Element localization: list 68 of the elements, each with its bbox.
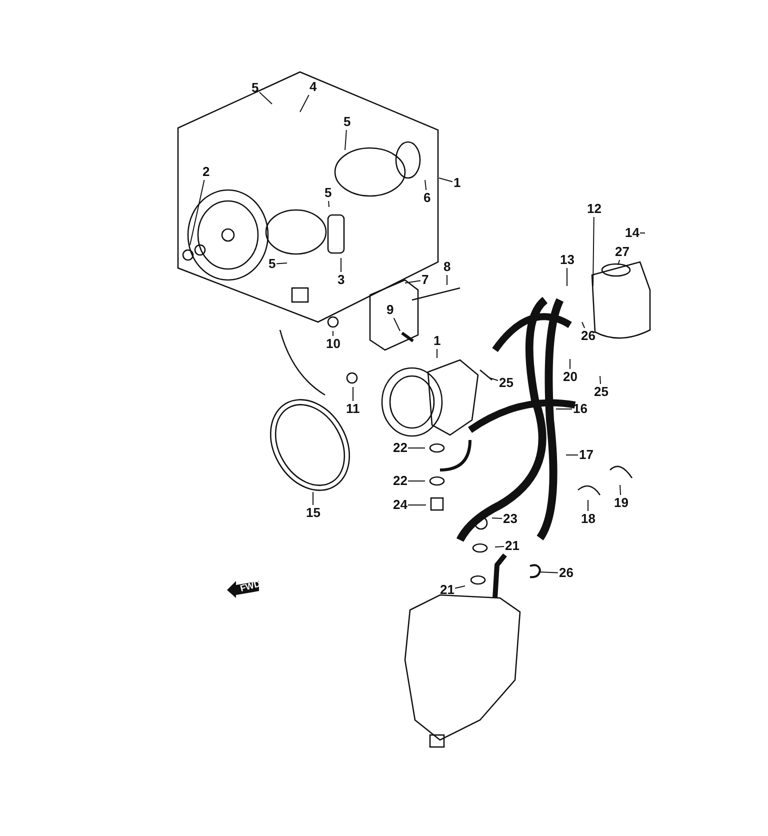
leader-line bbox=[424, 180, 427, 190]
callout-number: 22 bbox=[393, 441, 408, 455]
callout-number: 26 bbox=[559, 566, 574, 580]
callout-number: 20 bbox=[563, 370, 578, 384]
callout-number: 21 bbox=[440, 583, 454, 597]
callout-number: 24 bbox=[393, 498, 408, 512]
callout-number: 22 bbox=[393, 474, 408, 488]
callout-number: 2 bbox=[202, 165, 210, 179]
leader-line bbox=[618, 260, 620, 266]
leader-line bbox=[454, 586, 466, 589]
callout-number: 18 bbox=[581, 512, 596, 526]
callout-number: 7 bbox=[422, 273, 429, 287]
callout-number: 12 bbox=[587, 202, 602, 216]
leader-line bbox=[494, 546, 504, 548]
callout-number: 25 bbox=[499, 376, 514, 390]
callout-number: 5 bbox=[324, 186, 332, 200]
callout-number: 17 bbox=[579, 448, 594, 462]
callout-number: 5 bbox=[344, 115, 351, 129]
leader-line bbox=[490, 378, 498, 381]
leader-line bbox=[393, 318, 400, 332]
callout-number: 1 bbox=[434, 334, 441, 348]
callout-number: 25 bbox=[594, 385, 608, 399]
callout-number: 6 bbox=[424, 191, 431, 205]
callout-number: 5 bbox=[252, 81, 259, 95]
callout-number: 23 bbox=[503, 512, 518, 526]
leader-line bbox=[640, 232, 646, 234]
leader-line bbox=[340, 258, 342, 272]
leader-line bbox=[556, 408, 572, 410]
leader-line bbox=[344, 130, 347, 150]
callout-number: 11 bbox=[346, 402, 360, 416]
callout-number: 26 bbox=[581, 329, 596, 343]
callout-number: 3 bbox=[338, 273, 345, 287]
callout-number: 15 bbox=[306, 506, 320, 520]
callout-number: 5 bbox=[268, 257, 276, 271]
leader-line bbox=[352, 386, 354, 402]
leader-line bbox=[592, 216, 594, 286]
callout-number: 13 bbox=[560, 253, 574, 267]
callout-number: 16 bbox=[573, 402, 588, 416]
leader-line bbox=[300, 94, 310, 112]
leader-line bbox=[276, 262, 288, 264]
leader-line bbox=[259, 92, 272, 104]
leader-line bbox=[446, 274, 448, 286]
leader-line bbox=[600, 376, 601, 384]
leader-line bbox=[582, 322, 586, 328]
callout-number: 9 bbox=[386, 303, 394, 317]
leader-line bbox=[438, 178, 453, 182]
leader-line bbox=[492, 518, 502, 520]
leader-line bbox=[540, 572, 558, 574]
leader-line bbox=[312, 492, 314, 506]
callout-number: 21 bbox=[505, 539, 520, 553]
leader-line bbox=[566, 268, 568, 286]
callout-number: 1 bbox=[454, 176, 461, 190]
callout-number: 27 bbox=[615, 245, 630, 259]
leader-line bbox=[408, 504, 426, 506]
leader-line bbox=[190, 180, 205, 246]
leader-line bbox=[436, 348, 438, 358]
leader-line bbox=[328, 200, 330, 208]
callout-number: 10 bbox=[326, 337, 340, 351]
callout-number: 4 bbox=[310, 80, 317, 94]
leader-line bbox=[620, 484, 622, 496]
callout-number: 8 bbox=[444, 260, 451, 274]
leader-line bbox=[404, 280, 421, 284]
leader-line bbox=[408, 480, 426, 482]
leader-line bbox=[566, 454, 578, 456]
callout-number: 19 bbox=[614, 496, 628, 510]
callout-number: 14 bbox=[625, 226, 640, 240]
leader-line bbox=[332, 330, 334, 336]
direction-label: FWD bbox=[239, 578, 262, 594]
